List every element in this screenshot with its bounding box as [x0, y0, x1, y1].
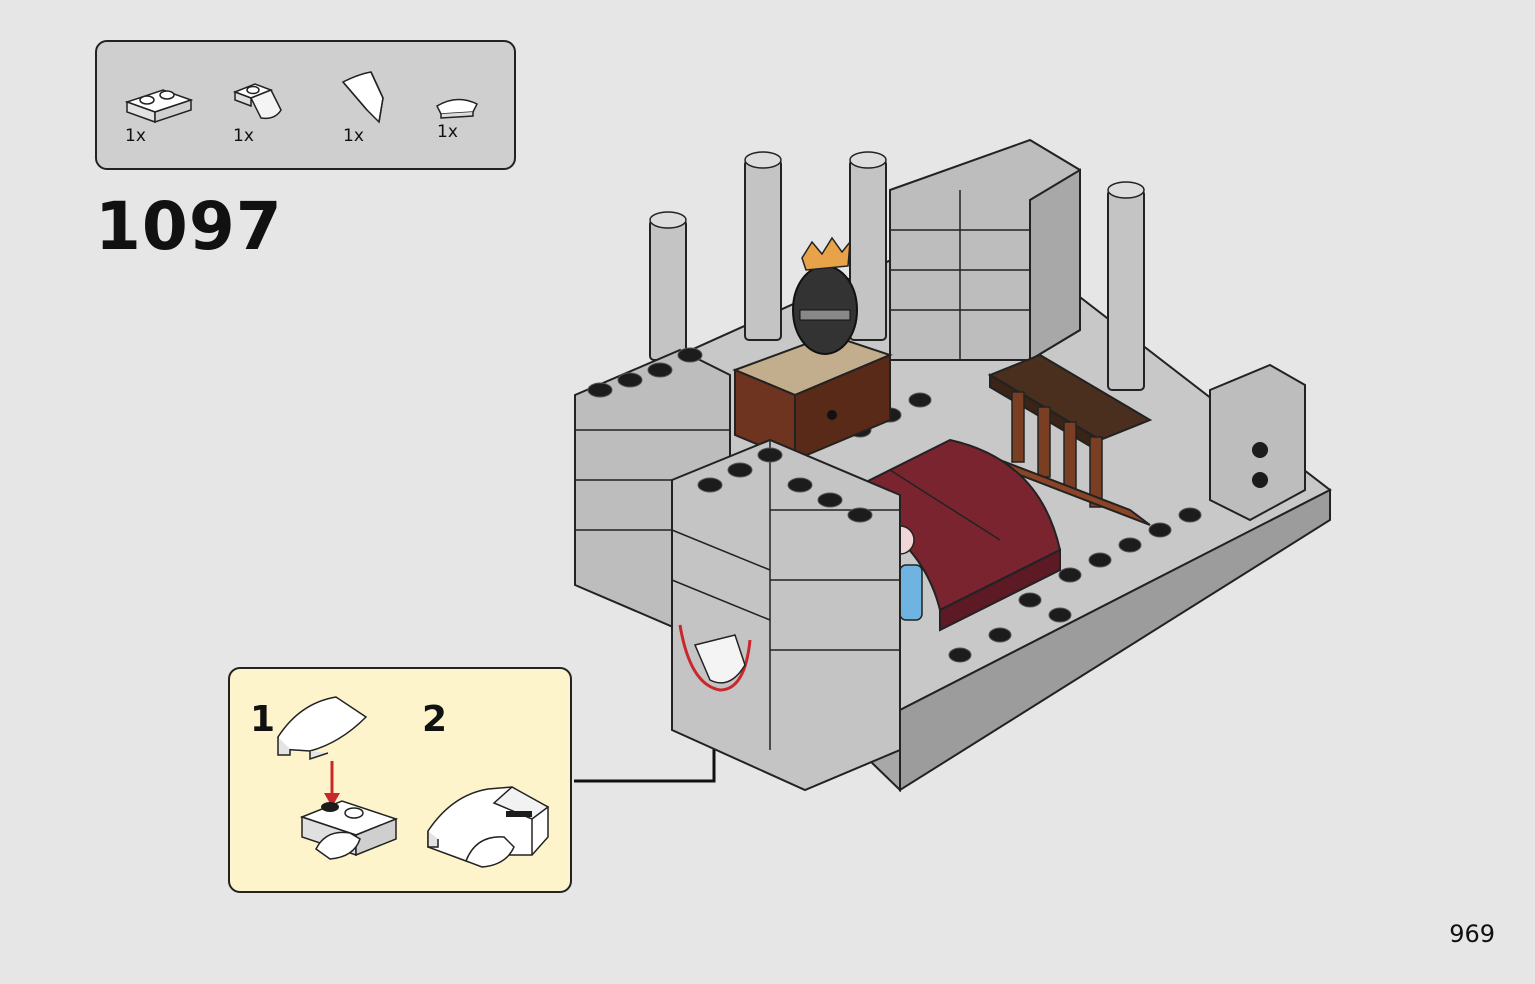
- page-number: 969: [1449, 920, 1495, 948]
- plate-1x2-icon: [123, 80, 195, 126]
- parts-list-box: 1x 1x 1x 1x: [95, 40, 516, 170]
- part-qty: 1x: [437, 122, 458, 142]
- curved-slope-icon: [339, 70, 389, 128]
- part-qty: 1x: [343, 126, 364, 146]
- sub-step-1-illustration: [277, 696, 399, 860]
- sub-step-number: 2: [422, 699, 448, 740]
- step-number: 1097: [95, 188, 283, 265]
- part-qty: 1x: [125, 126, 146, 146]
- part-qty: 1x: [233, 126, 254, 146]
- round-tile-quarter-icon: [433, 92, 483, 122]
- sub-step-number: 1: [250, 699, 276, 740]
- model-illustration: [560, 130, 1350, 814]
- sub-assembly-callout: 1 2: [228, 667, 572, 893]
- wedge-plate-icon: [231, 76, 285, 126]
- sub-step-2-illustration: [427, 786, 550, 868]
